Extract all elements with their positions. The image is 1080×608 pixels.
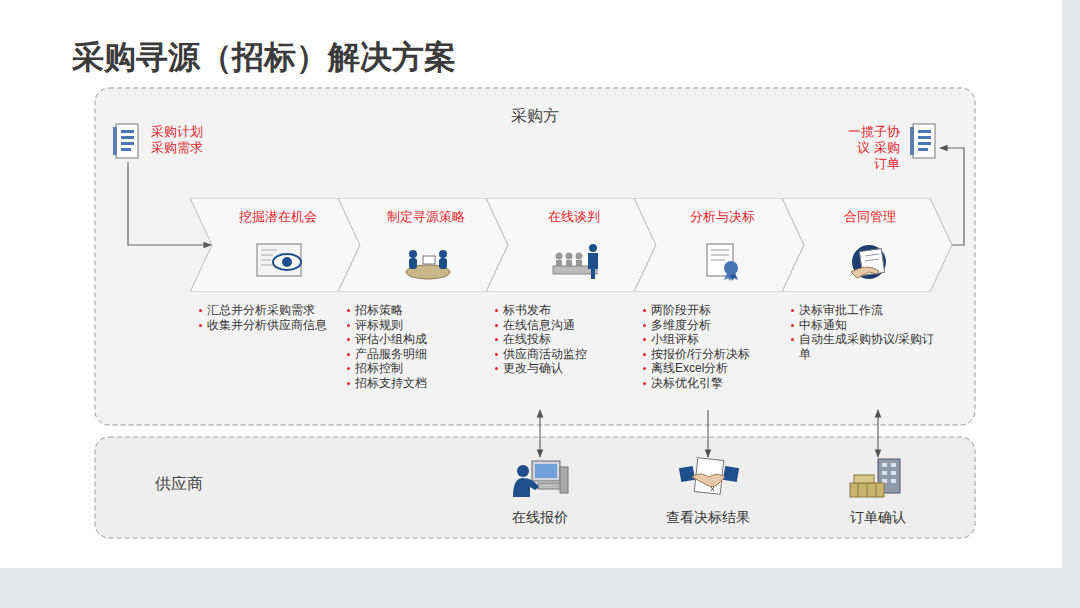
step-heading: 制定寻源策略 — [356, 208, 496, 226]
bullet-item: 汇总并分析采购需求 — [198, 303, 348, 318]
icon-node: 在线报价 — [485, 457, 595, 529]
bullet-item: 招标控制 — [346, 361, 496, 376]
connector — [707, 410, 708, 457]
bullet-item: 按报价/行分析决标 — [642, 347, 792, 362]
step-heading: 挖掘潜在机会 — [208, 208, 348, 226]
supplier-illustration — [678, 457, 740, 499]
icon-node: 查看决标结果 — [653, 457, 763, 529]
icon-node: 采购计划 采购需求 — [113, 122, 208, 162]
icon-node: 订单确认 — [823, 457, 933, 529]
bullet-item: 收集并分析供应商信息 — [198, 318, 348, 333]
supplier-icon — [510, 457, 572, 499]
bullet-item: 标书发布 — [494, 303, 644, 318]
step-heading: 合同管理 — [800, 208, 940, 226]
step-illustration — [551, 242, 601, 282]
bullet-list: 招标策略评标规则评估小组构成产品服务明细招标控制招标支持文档 — [346, 303, 496, 390]
bullet-item: 决标审批工作流 — [790, 303, 940, 318]
supplier-icon — [678, 457, 740, 499]
bullet-item: 中标通知 — [790, 318, 940, 333]
bullet-list: 两阶段开标多维度分析小组评标按报价/行分析决标离线Excel分析决标优化引擎 — [642, 303, 792, 390]
bullet-item: 离线Excel分析 — [642, 361, 792, 376]
step-icon — [255, 242, 305, 282]
connector — [877, 410, 878, 457]
bullet-item: 产品服务明细 — [346, 347, 496, 362]
bullet-item: 评估小组构成 — [346, 332, 496, 347]
supplier-illustration — [510, 457, 572, 499]
bullet-item: 自动生成采购协议/采购订单 — [790, 332, 940, 361]
region-heading: 供应商 — [155, 474, 203, 495]
region-outline — [95, 88, 975, 425]
step-icon — [699, 242, 749, 282]
region-heading: 采购方 — [95, 106, 975, 127]
step-illustration — [403, 242, 453, 282]
bullet-item: 决标优化引擎 — [642, 376, 792, 391]
bullet-item: 招标支持文档 — [346, 376, 496, 391]
bullet-item: 招标策略 — [346, 303, 496, 318]
region-band: 采购方采购计划 采购需求 一揽子协议 采购订单挖掘潜在机会汇总并分析采购需求收集并… — [95, 88, 975, 425]
bullet-item: 供应商活动监控 — [494, 347, 644, 362]
supplier-action: 订单确认 — [823, 509, 933, 527]
process-chevron: 挖掘潜在机会汇总并分析采购需求收集并分析供应商信息 — [190, 198, 360, 410]
step-icon — [847, 242, 897, 282]
step-illustration — [255, 242, 305, 282]
region-outline — [95, 437, 975, 538]
region-band: 供应商在线报价 查看决标结果 订单确认 — [95, 437, 975, 538]
supplier-action: 在线报价 — [485, 509, 595, 527]
slide-title: 采购寻源（招标）解决方案 — [72, 36, 456, 80]
process-chevron: 分析与决标两阶段开标多维度分析小组评标按报价/行分析决标离线Excel分析决标优… — [634, 198, 804, 410]
process-chevron: 制定寻源策略招标策略评标规则评估小组构成产品服务明细招标控制招标支持文档 — [338, 198, 508, 410]
bullet-item: 在线投标 — [494, 332, 644, 347]
process-chevron: 合同管理决标审批工作流中标通知自动生成采购协议/采购订单 — [782, 198, 952, 410]
bullet-item: 两阶段开标 — [642, 303, 792, 318]
step-heading: 在线谈判 — [504, 208, 644, 226]
step-icon — [551, 242, 601, 282]
supplier-illustration — [848, 457, 910, 499]
step-illustration — [699, 242, 749, 282]
document-icon — [113, 122, 143, 162]
step-heading: 分析与决标 — [652, 208, 792, 226]
bullet-list: 汇总并分析采购需求收集并分析供应商信息 — [198, 303, 348, 332]
bullet-list: 决标审批工作流中标通知自动生成采购协议/采购订单 — [790, 303, 940, 361]
bullet-item: 多维度分析 — [642, 318, 792, 333]
red-note: 一揽子协议 采购订单 — [845, 124, 900, 172]
bullet-item: 在线信息沟通 — [494, 318, 644, 333]
supplier-icon — [848, 457, 910, 499]
bullet-item: 评标规则 — [346, 318, 496, 333]
red-note: 采购计划 采购需求 — [151, 124, 206, 156]
process-chevron: 在线谈判标书发布在线信息沟通在线投标供应商活动监控更改与确认 — [486, 198, 656, 410]
icon-node: 一揽子协议 采购订单 — [845, 122, 940, 174]
supplier-action: 查看决标结果 — [653, 509, 763, 527]
document-icon — [910, 122, 940, 162]
step-icon — [403, 242, 453, 282]
bullet-list: 标书发布在线信息沟通在线投标供应商活动监控更改与确认 — [494, 303, 644, 376]
connector — [539, 410, 540, 457]
bullet-item: 小组评标 — [642, 332, 792, 347]
bullet-item: 更改与确认 — [494, 361, 644, 376]
step-illustration — [847, 242, 897, 282]
